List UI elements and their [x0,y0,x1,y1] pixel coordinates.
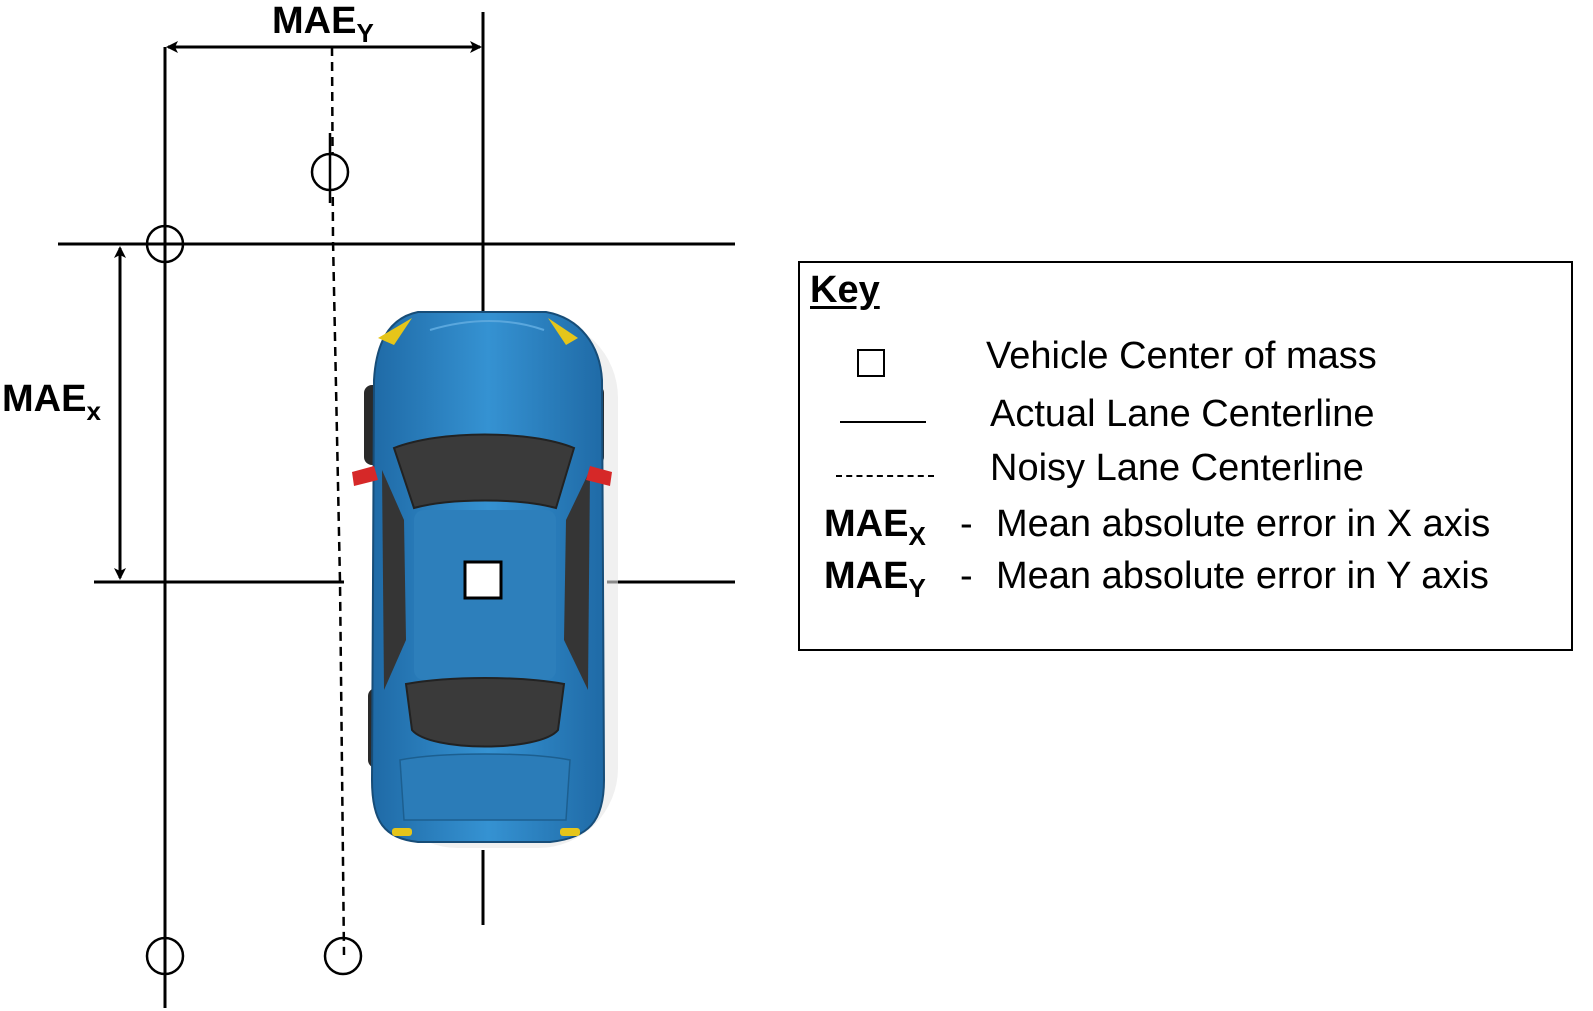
mae-y-label-main: MAE [272,0,357,42]
square-icon [857,349,885,377]
legend-term: MAEX [824,499,926,549]
legend-separator: - [960,503,973,545]
waypoint-circle-icon [145,224,185,264]
waypoint-circle-icon [310,133,350,203]
waypoint-circle-icon [323,936,363,976]
legend-row-mae-y: MAEY - Mean absolute error in Y axis [800,555,1571,605]
waypoint-circle-icon [145,936,185,976]
mae-x-label-main: MAE [2,378,87,420]
legend-text: Mean absolute error in X axis [996,503,1491,545]
legend-separator: - [960,555,973,597]
legend-term-sub: Y [908,573,926,603]
legend-title: Key [810,269,880,311]
mae-y-label-sub: Y [356,18,374,48]
headlight-right [548,318,578,345]
mirror-right [586,466,612,486]
mae-x-label-sub: x [86,396,101,426]
headlight-left [378,318,412,345]
legend-text: Noisy Lane Centerline [990,447,1364,489]
mae-x-label: MAEx [2,378,101,424]
legend-term-sub: X [908,521,926,551]
legend-text: Vehicle Center of mass [986,335,1377,377]
mae-y-label: MAEY [272,0,374,46]
solid-line-icon [840,421,926,423]
legend-text: Mean absolute error in Y axis [996,555,1489,597]
legend-row-actual-centerline: Actual Lane Centerline [800,393,1571,449]
legend-row-center-of-mass: Vehicle Center of mass [800,335,1571,391]
legend-text: Actual Lane Centerline [990,393,1375,435]
legend-term: MAEY [824,551,926,601]
dashed-line-icon [836,475,934,477]
legend-term-main: MAE [824,555,909,597]
legend-row-noisy-centerline: Noisy Lane Centerline [800,447,1571,503]
mirror-left [352,466,378,486]
legend-row-mae-x: MAEX - Mean absolute error in X axis [800,503,1571,553]
noisy-centerline [330,46,346,956]
legend-term-main: MAE [824,503,909,545]
legend-box: Key Vehicle Center of mass Actual Lane C… [798,261,1573,651]
vehicle-center-of-mass-square-icon [463,560,503,600]
